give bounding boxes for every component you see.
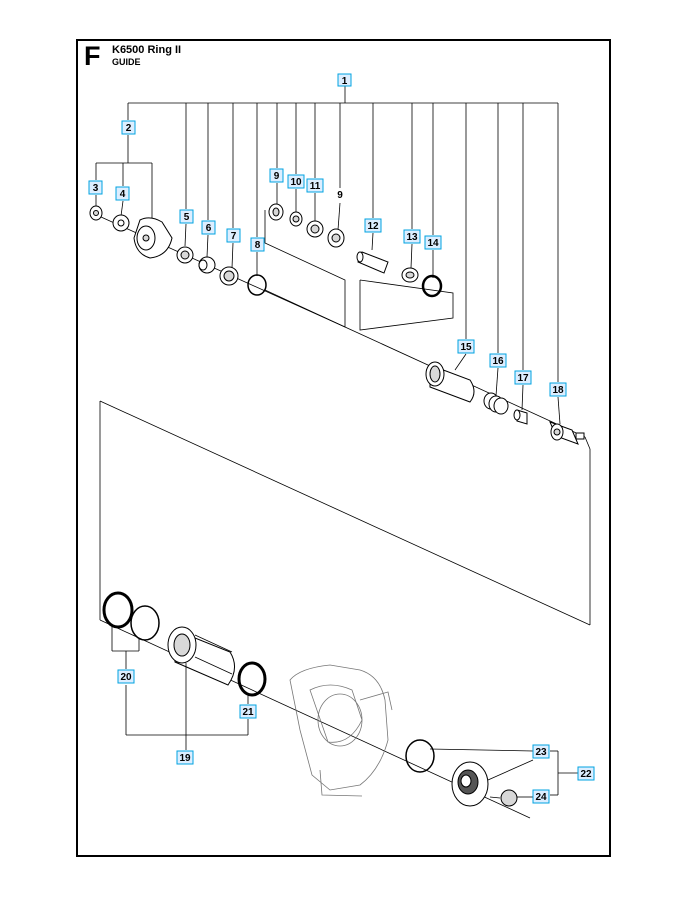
callout-7: 7 bbox=[226, 228, 241, 243]
callout-15: 15 bbox=[457, 339, 475, 354]
label-9-plain: 9 bbox=[337, 190, 343, 201]
callout-8: 8 bbox=[250, 237, 265, 252]
part-5-bushing bbox=[176, 246, 194, 264]
callout-3: 3 bbox=[88, 180, 103, 195]
callout-24: 24 bbox=[532, 789, 550, 804]
svg-text:23: 23 bbox=[535, 747, 547, 758]
part-3-nut bbox=[89, 205, 103, 221]
assembly-axis bbox=[89, 210, 591, 819]
parts bbox=[89, 203, 585, 807]
part-16-spring bbox=[483, 392, 509, 415]
svg-text:9: 9 bbox=[274, 171, 280, 182]
callout-9: 9 bbox=[269, 168, 284, 183]
part-14-oring bbox=[421, 274, 443, 298]
part-13-bushing bbox=[401, 267, 419, 283]
svg-text:2: 2 bbox=[126, 123, 132, 134]
part-2-cap bbox=[133, 217, 173, 259]
part-23-ring bbox=[405, 739, 435, 773]
housing-ghost-outline bbox=[289, 664, 393, 797]
part-9-bearing-b bbox=[327, 228, 345, 248]
svg-text:3: 3 bbox=[93, 183, 99, 194]
callout-20: 20 bbox=[117, 669, 135, 684]
svg-text:18: 18 bbox=[552, 385, 564, 396]
svg-text:21: 21 bbox=[242, 707, 254, 718]
part-21-oring bbox=[237, 661, 267, 697]
part-10-spacer bbox=[289, 211, 303, 227]
svg-text:12: 12 bbox=[367, 221, 379, 232]
callout-2: 2 bbox=[121, 120, 136, 135]
callout-5: 5 bbox=[179, 209, 194, 224]
part-22-knob bbox=[451, 761, 489, 807]
svg-text:24: 24 bbox=[535, 792, 547, 803]
diagram-frame bbox=[76, 39, 611, 857]
callout-6: 6 bbox=[201, 220, 216, 235]
svg-text:10: 10 bbox=[290, 177, 302, 188]
part-11-bushing bbox=[306, 220, 324, 238]
svg-text:17: 17 bbox=[517, 373, 529, 384]
callouts: 1 2 3 4 5 6 7 8 9 10 11 9 12 13 14 15 16… bbox=[88, 73, 595, 804]
callout-17: 17 bbox=[514, 370, 532, 385]
svg-text:1: 1 bbox=[342, 76, 348, 87]
callout-21: 21 bbox=[239, 704, 257, 719]
callout-23: 23 bbox=[532, 744, 550, 759]
callout-4: 4 bbox=[115, 186, 130, 201]
callout-16: 16 bbox=[489, 353, 507, 368]
part-7-bearing bbox=[219, 266, 239, 286]
svg-text:13: 13 bbox=[406, 232, 418, 243]
model-title: K6500 Ring II bbox=[112, 44, 182, 56]
callout-18: 18 bbox=[549, 382, 567, 397]
svg-text:20: 20 bbox=[120, 672, 132, 683]
svg-text:15: 15 bbox=[460, 342, 472, 353]
part-20-rings bbox=[102, 591, 160, 641]
part-8-circlip bbox=[247, 274, 267, 296]
svg-text:8: 8 bbox=[255, 240, 261, 251]
callout-12: 12 bbox=[364, 218, 382, 233]
svg-text:16: 16 bbox=[492, 356, 504, 367]
svg-text:9: 9 bbox=[337, 190, 343, 201]
callout-1: 1 bbox=[337, 73, 352, 87]
part-24-screw bbox=[489, 789, 518, 807]
part-4-nut bbox=[112, 214, 130, 232]
callout-22: 22 bbox=[577, 766, 595, 781]
svg-text:6: 6 bbox=[206, 223, 212, 234]
part-19-cylinder bbox=[167, 626, 235, 686]
lower-leaders bbox=[111, 625, 578, 798]
svg-text:4: 4 bbox=[120, 189, 126, 200]
callout-10: 10 bbox=[287, 174, 305, 189]
section-letter: F bbox=[84, 41, 101, 71]
callout-19: 19 bbox=[176, 750, 194, 765]
svg-text:5: 5 bbox=[184, 212, 190, 223]
svg-text:22: 22 bbox=[580, 769, 592, 780]
part-12-pin bbox=[356, 251, 389, 274]
assembly-1-leaders bbox=[95, 84, 561, 425]
callout-14: 14 bbox=[424, 235, 442, 250]
part-15-sleeve bbox=[425, 361, 475, 403]
svg-text:19: 19 bbox=[179, 753, 191, 764]
callout-11: 11 bbox=[306, 178, 324, 193]
callout-13: 13 bbox=[403, 229, 421, 244]
svg-text:11: 11 bbox=[310, 181, 321, 192]
svg-text:14: 14 bbox=[427, 238, 439, 249]
part-18-fitting bbox=[549, 421, 585, 445]
part-6-bushing bbox=[198, 256, 216, 274]
section-title: GUIDE bbox=[112, 57, 141, 67]
part-9-bearing-a bbox=[268, 203, 284, 221]
part-17-plunger bbox=[513, 409, 528, 425]
svg-text:7: 7 bbox=[231, 231, 237, 242]
